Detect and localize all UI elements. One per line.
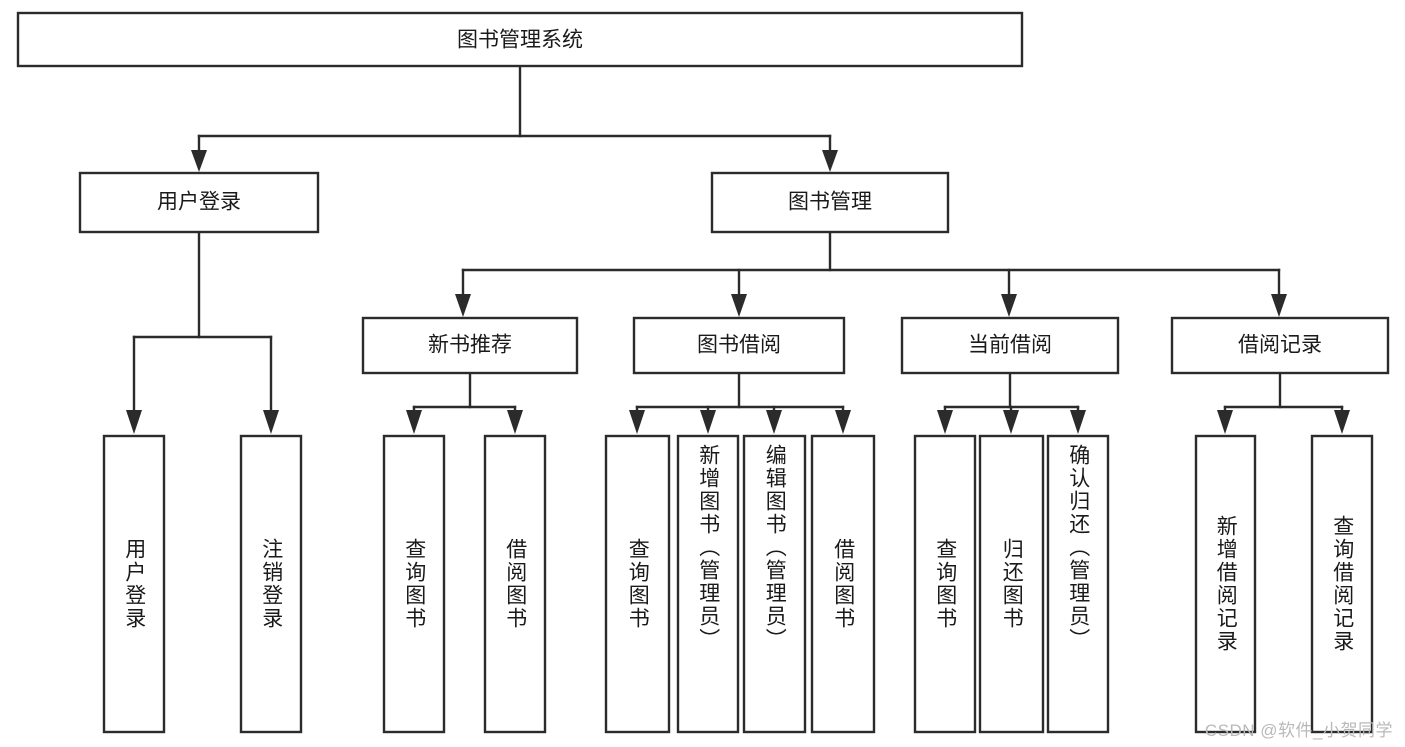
arrowhead-user-login <box>191 150 207 172</box>
node-book-borrow-box[interactable] <box>632 316 846 375</box>
node-user-login-label: 用户登录 <box>157 191 241 214</box>
arrowhead-leaf-logout <box>263 410 279 434</box>
node-current-borrow-label: 当前借阅 <box>968 334 1052 357</box>
node-leaf-query-record-box[interactable] <box>1310 434 1374 734</box>
csdn-watermark: CSDN @软件_小贺同学 <box>1204 721 1393 740</box>
node-borrow-record-label: 借阅记录 <box>1238 334 1322 357</box>
arrowhead-book-borrow <box>731 294 747 317</box>
arrowhead-leaf-edit-book <box>766 410 782 434</box>
arrowhead-current-borrow <box>1001 294 1017 317</box>
node-new-book-recommend[interactable]: 新书推荐 <box>361 316 579 375</box>
arrowhead-new-book-rec <box>455 294 471 317</box>
node-new-book-recommend-label: 新书推荐 <box>428 334 512 357</box>
node-leaf-return-book-box[interactable] <box>978 434 1045 734</box>
leaf-box-layer <box>102 434 1374 734</box>
node-root[interactable]: 图书管理系统 <box>16 11 1024 68</box>
node-leaf-logout-box[interactable] <box>239 434 303 734</box>
node-leaf-borrow-book-a-box[interactable] <box>483 434 547 734</box>
node-leaf-edit-book-box[interactable] <box>742 434 807 734</box>
arrowhead-leaf-borrow-book-a <box>507 410 523 434</box>
node-book-borrow[interactable]: 图书借阅 <box>632 316 846 375</box>
node-book-management-label: 图书管理 <box>788 191 872 214</box>
node-user-login[interactable]: 用户登录 <box>78 171 320 234</box>
node-borrow-record[interactable]: 借阅记录 <box>1170 316 1390 375</box>
arrowhead-leaf-query-book-b <box>629 410 645 434</box>
node-new-book-recommend-box[interactable] <box>361 316 579 375</box>
arrowhead-leaf-query-book-a <box>406 410 422 434</box>
arrowhead-leaf-user-login <box>126 410 142 434</box>
node-leaf-add-book-box[interactable] <box>676 434 740 734</box>
node-root-label: 图书管理系统 <box>457 29 583 52</box>
node-user-login-box[interactable] <box>78 171 320 234</box>
arrowhead-leaf-borrow-book-b <box>835 410 851 434</box>
node-book-management[interactable]: 图书管理 <box>710 171 950 234</box>
node-leaf-query-book-c-box[interactable] <box>913 434 977 734</box>
node-leaf-user-login-box[interactable] <box>102 434 166 734</box>
arrowhead-leaf-add-book <box>700 410 716 434</box>
arrowhead-leaf-confirm-return <box>1070 410 1086 434</box>
node-current-borrow[interactable]: 当前借阅 <box>900 316 1120 375</box>
arrowhead-leaf-query-record <box>1334 410 1350 434</box>
arrowhead-leaf-query-book-c <box>937 410 953 434</box>
node-root-box[interactable] <box>16 11 1024 68</box>
arrowhead-book-mgmt <box>822 150 838 172</box>
node-book-borrow-label: 图书借阅 <box>697 334 781 357</box>
node-leaf-confirm-return-box[interactable] <box>1046 434 1110 734</box>
node-book-management-box[interactable] <box>710 171 950 234</box>
connector-layer <box>126 64 1350 434</box>
node-current-borrow-box[interactable] <box>900 316 1120 375</box>
node-borrow-record-box[interactable] <box>1170 316 1390 375</box>
node-leaf-borrow-book-b-box[interactable] <box>810 434 876 734</box>
node-leaf-add-record-box[interactable] <box>1194 434 1257 734</box>
arrowhead-leaf-return-book <box>1003 410 1019 434</box>
arrowhead-leaf-add-record <box>1217 410 1233 434</box>
node-leaf-query-book-a-box[interactable] <box>382 434 446 734</box>
node-leaf-query-book-b-box[interactable] <box>604 434 671 734</box>
arrowhead-borrow-record <box>1271 294 1287 317</box>
